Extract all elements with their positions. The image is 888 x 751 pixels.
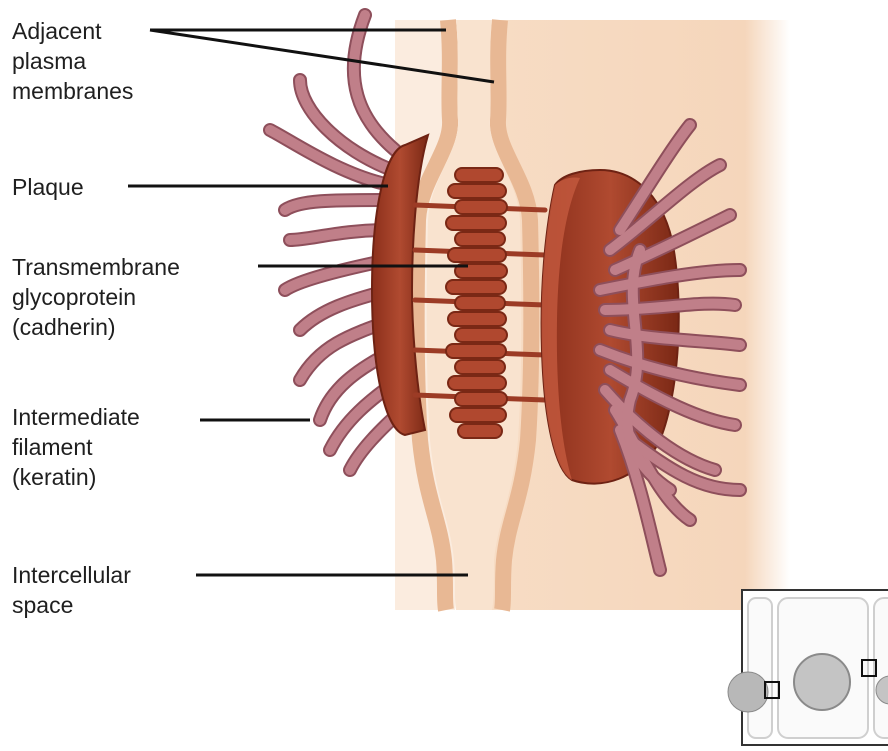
label-plaque: Plaque: [12, 172, 84, 202]
inset-cell-diagram: [728, 590, 888, 745]
inset-cell-left: [748, 598, 772, 738]
label-intermediate-filament: Intermediate filament (keratin): [12, 402, 140, 492]
inset-nucleus-left: [728, 672, 768, 712]
label-adjacent-plasma-membranes: Adjacent plasma membranes: [12, 16, 133, 106]
label-transmembrane-glycoprotein: Transmembrane glycoprotein (cadherin): [12, 252, 180, 342]
label-intercellular-space: Intercellular space: [12, 560, 131, 620]
inset-nucleus-middle: [794, 654, 850, 710]
cadherin-cluster: [446, 168, 507, 438]
